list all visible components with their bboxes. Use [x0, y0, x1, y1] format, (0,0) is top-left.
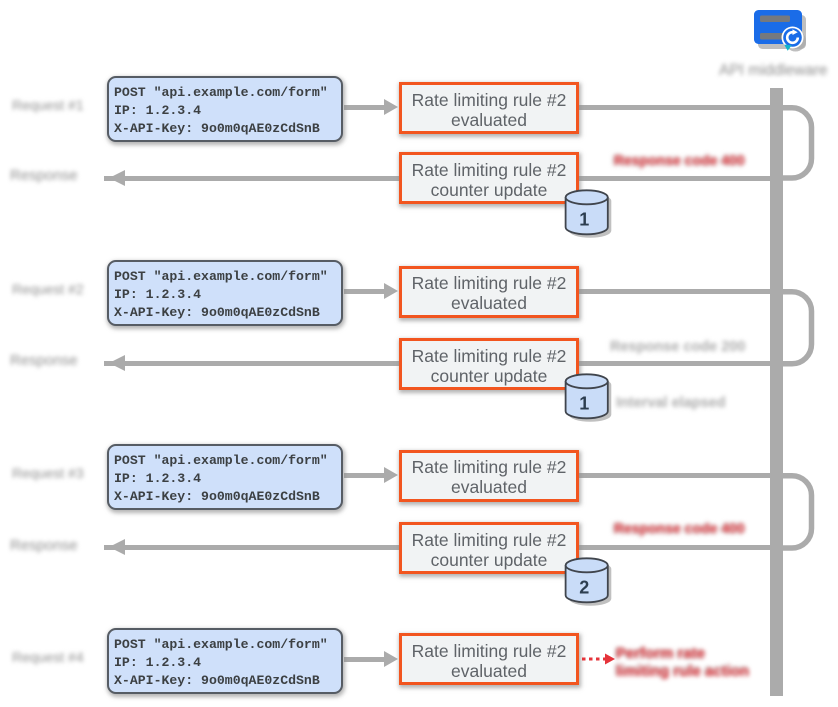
svg-text:1: 1 [579, 394, 589, 414]
svg-text:2: 2 [579, 578, 589, 598]
svg-text:1: 1 [579, 210, 589, 230]
